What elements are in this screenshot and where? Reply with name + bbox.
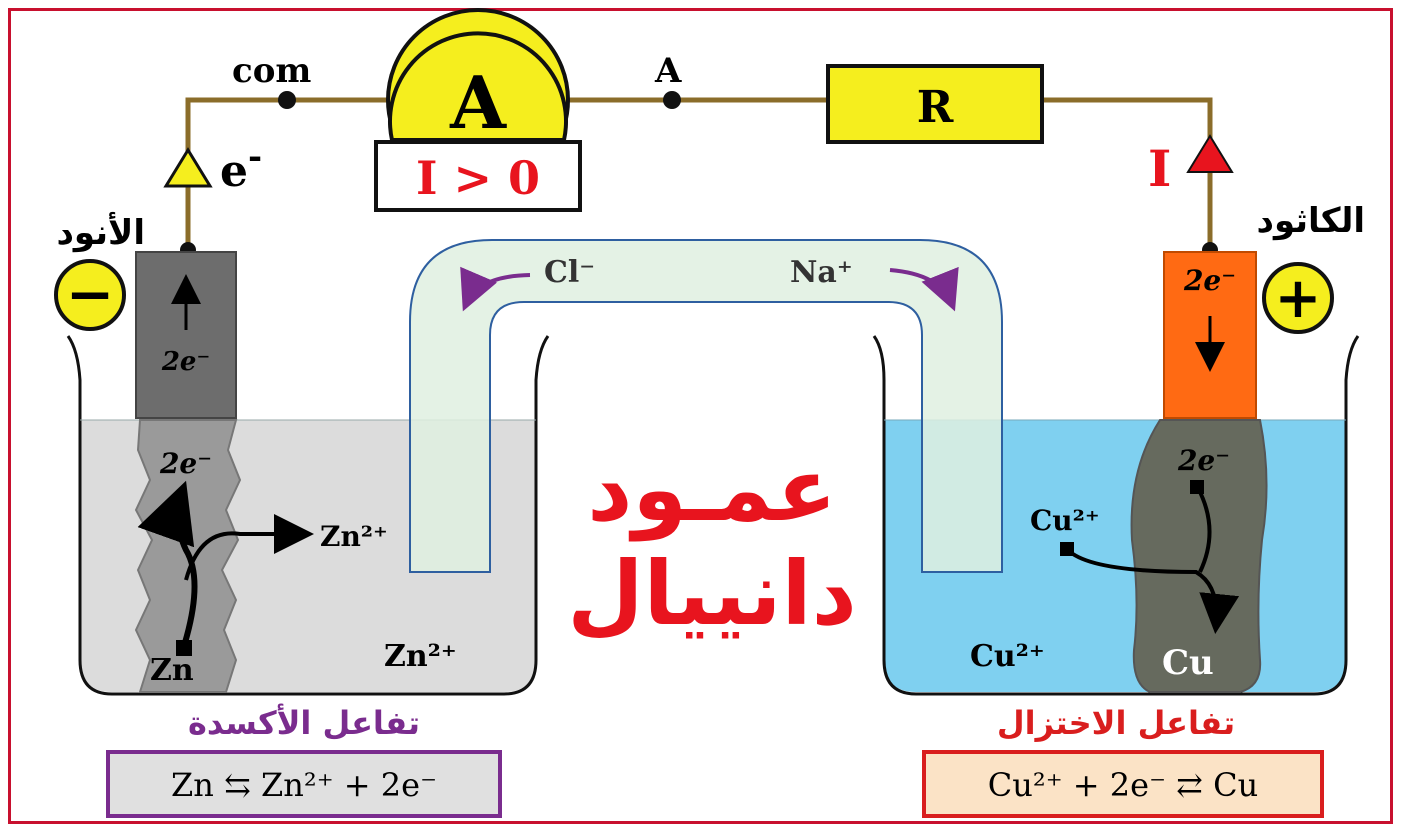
cathode-solution-electrons: 2e⁻ [1177, 444, 1230, 477]
copper-ion-path [1066, 548, 1240, 634]
current-flow-arrow [1186, 134, 1234, 173]
reduction-equation-box [922, 750, 1324, 818]
negative-sign-badge [54, 259, 126, 331]
zinc-electrode [135, 251, 237, 419]
zinc-beaker [66, 335, 550, 696]
reduction-equation: Cu²⁺ + 2e⁻ ⇄ Cu [988, 766, 1258, 804]
electron-label: e- [220, 137, 262, 197]
positive-sign: + [1275, 265, 1322, 331]
copper-electron-path [1196, 487, 1212, 573]
negative-sign: − [66, 260, 115, 328]
a-terminal-dot [663, 91, 681, 109]
resistor [826, 64, 1044, 144]
a-terminal-label: A [654, 51, 682, 91]
anode-solution-electrons: 2e⁻ [159, 447, 212, 480]
anode-label: الأنود [56, 211, 145, 253]
ammeter-reading: I > 0 [416, 151, 540, 205]
anode-electrode-electrons: 2e⁻ [161, 347, 210, 377]
copper-solution-ion: Cu²⁺ [970, 639, 1045, 674]
zinc-electron-path [137, 480, 198, 647]
oxidation-equation: Zn ⇆ Zn²⁺ + 2e⁻ [171, 766, 437, 804]
cation-label: Na⁺ [790, 255, 853, 290]
resistor-symbol: R [917, 82, 954, 133]
copper-metal-label: Cu [1162, 643, 1214, 683]
title-line-1: عمـود [587, 438, 837, 542]
copper-beaker [872, 335, 1360, 696]
title-line-2: دانييال [567, 542, 857, 645]
frame-border [8, 8, 1393, 824]
reduction-title: تفاعل الاختزال [997, 704, 1235, 742]
cation-arrow [889, 266, 959, 312]
ammeter-symbol: A [449, 60, 507, 145]
zinc-ion-path [184, 514, 314, 581]
ammeter-reading-box [374, 140, 582, 212]
com-terminal-dot [278, 91, 296, 109]
zinc-ion-label: Zn²⁺ [320, 520, 388, 553]
current-label: I [1148, 139, 1171, 198]
anion-label: Cl⁻ [544, 255, 595, 290]
cathode-electrode-electrons: 2e⁻ [1183, 264, 1236, 297]
com-label: com [232, 51, 311, 91]
oxidation-title: تفاعل الأكسدة [188, 703, 420, 742]
circuit-wire [185, 97, 1213, 250]
zinc-metal-label: Zn [150, 653, 194, 688]
anion-arrow [460, 266, 531, 312]
positive-sign-badge [1262, 262, 1334, 334]
oxidation-equation-box [106, 750, 502, 818]
zinc-solution-ion: Zn²⁺ [384, 639, 457, 674]
cathode-label: الكاثود [1257, 201, 1366, 241]
ammeter-body [388, 31, 568, 142]
electron-flow-arrow [163, 147, 213, 188]
zinc-atom-marker [176, 640, 192, 656]
copper-ion-label: Cu²⁺ [1030, 504, 1100, 537]
